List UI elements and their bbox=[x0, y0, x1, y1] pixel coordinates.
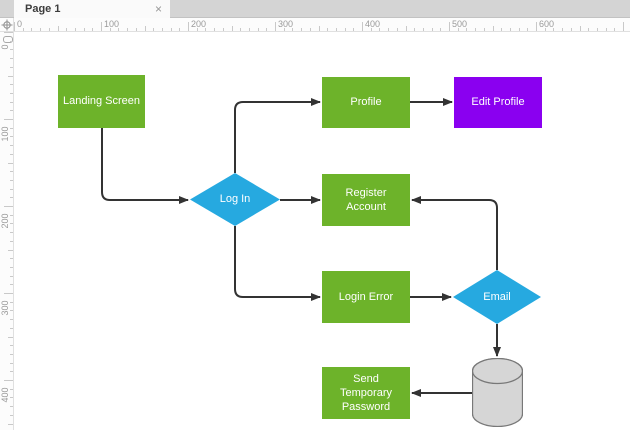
h-ruler-label: 400 bbox=[365, 19, 381, 29]
edge-email-to-register-account[interactable] bbox=[411, 196, 498, 270]
node-profile[interactable]: Profile bbox=[322, 77, 410, 128]
edge-landing-screen-to-log-in[interactable] bbox=[101, 128, 189, 204]
node-login-error[interactable]: Login Error bbox=[322, 271, 410, 323]
node-edit-profile[interactable]: Edit Profile bbox=[454, 77, 542, 128]
h-ruler-label: 500 bbox=[452, 19, 468, 29]
crosshair-icon bbox=[1, 19, 12, 30]
tab-label: Page 1 bbox=[25, 3, 61, 15]
h-ruler-label: 600 bbox=[539, 19, 555, 29]
tab-page-1[interactable]: Page 1 × bbox=[14, 0, 170, 18]
h-ruler: 0 100 200 300 400 500 600 bbox=[14, 18, 630, 32]
h-ruler-label: 0 bbox=[17, 19, 23, 29]
database-cylinder-shape bbox=[471, 357, 524, 428]
h-ruler-label: 100 bbox=[104, 19, 120, 29]
tab-close-icon[interactable]: × bbox=[154, 2, 162, 16]
outline-toggle-icon bbox=[3, 36, 13, 43]
node-landing-screen[interactable]: Landing Screen bbox=[58, 75, 145, 128]
h-ruler-label: 200 bbox=[191, 19, 207, 29]
node-database[interactable] bbox=[471, 357, 524, 428]
edge-log-in-to-login-error[interactable] bbox=[234, 226, 321, 301]
node-send-temporary-password[interactable]: Send Temporary Password bbox=[322, 367, 410, 419]
node-register-account[interactable]: Register Account bbox=[322, 174, 410, 226]
h-ruler-label: 300 bbox=[278, 19, 294, 29]
ruler-corner bbox=[0, 18, 14, 32]
edge-log-in-to-profile[interactable] bbox=[234, 98, 321, 173]
tab-bar: Page 1 × bbox=[0, 0, 630, 18]
